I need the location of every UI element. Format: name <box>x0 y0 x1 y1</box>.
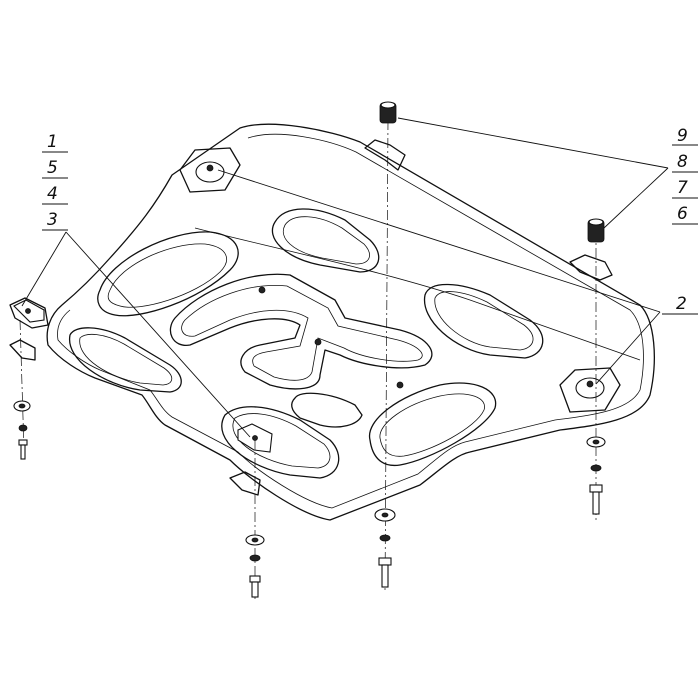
plate-hole <box>396 381 404 389</box>
plate-inner-edge <box>57 133 644 509</box>
vent-slot-left-bottom <box>69 327 182 393</box>
vent-slot-left-top <box>97 231 239 317</box>
bracket-top-left <box>179 147 241 193</box>
bracket-right <box>559 367 621 413</box>
plate-hole <box>258 286 266 294</box>
fastener-stack-left <box>13 400 31 460</box>
vent-slot-bottom-center <box>221 406 340 479</box>
callout-label: 5 <box>47 158 58 178</box>
plate-fold-line <box>194 227 641 361</box>
vent-slot-top-center <box>271 208 380 273</box>
mounting-tab-lower-left <box>9 339 36 361</box>
fastener-stack-bottom <box>245 534 265 598</box>
callout-single-right: 2 <box>662 294 698 315</box>
callout-label: 1 <box>47 132 58 152</box>
callout-stack-right: 9 8 7 6 <box>672 126 698 225</box>
vent-slot-bottom-right <box>368 382 497 467</box>
plate-hole <box>314 338 322 346</box>
bushing-top <box>379 101 397 124</box>
mounting-tab-left <box>9 297 49 329</box>
callout-label: 3 <box>47 210 58 230</box>
fastener-stack-center <box>374 508 396 588</box>
callout-stack-left: 1 5 4 3 <box>42 132 68 231</box>
mounting-tab-top <box>364 139 406 171</box>
bushing-right <box>587 218 605 243</box>
callout-label: 6 <box>677 204 688 224</box>
callout-label: 2 <box>676 294 687 314</box>
central-rib-pattern <box>169 273 433 428</box>
plate-outline <box>46 123 655 521</box>
mounting-tab-right <box>569 254 613 281</box>
callout-label: 9 <box>677 126 688 146</box>
clip-nut-left <box>13 299 45 323</box>
callout-label: 4 <box>47 184 58 204</box>
fastener-stack-right <box>586 436 606 515</box>
callout-label: 7 <box>677 178 688 198</box>
callout-label: 8 <box>677 152 688 172</box>
leader-lines <box>21 117 669 438</box>
vent-slot-right <box>423 283 544 359</box>
mounting-tab-bottom <box>229 471 261 496</box>
